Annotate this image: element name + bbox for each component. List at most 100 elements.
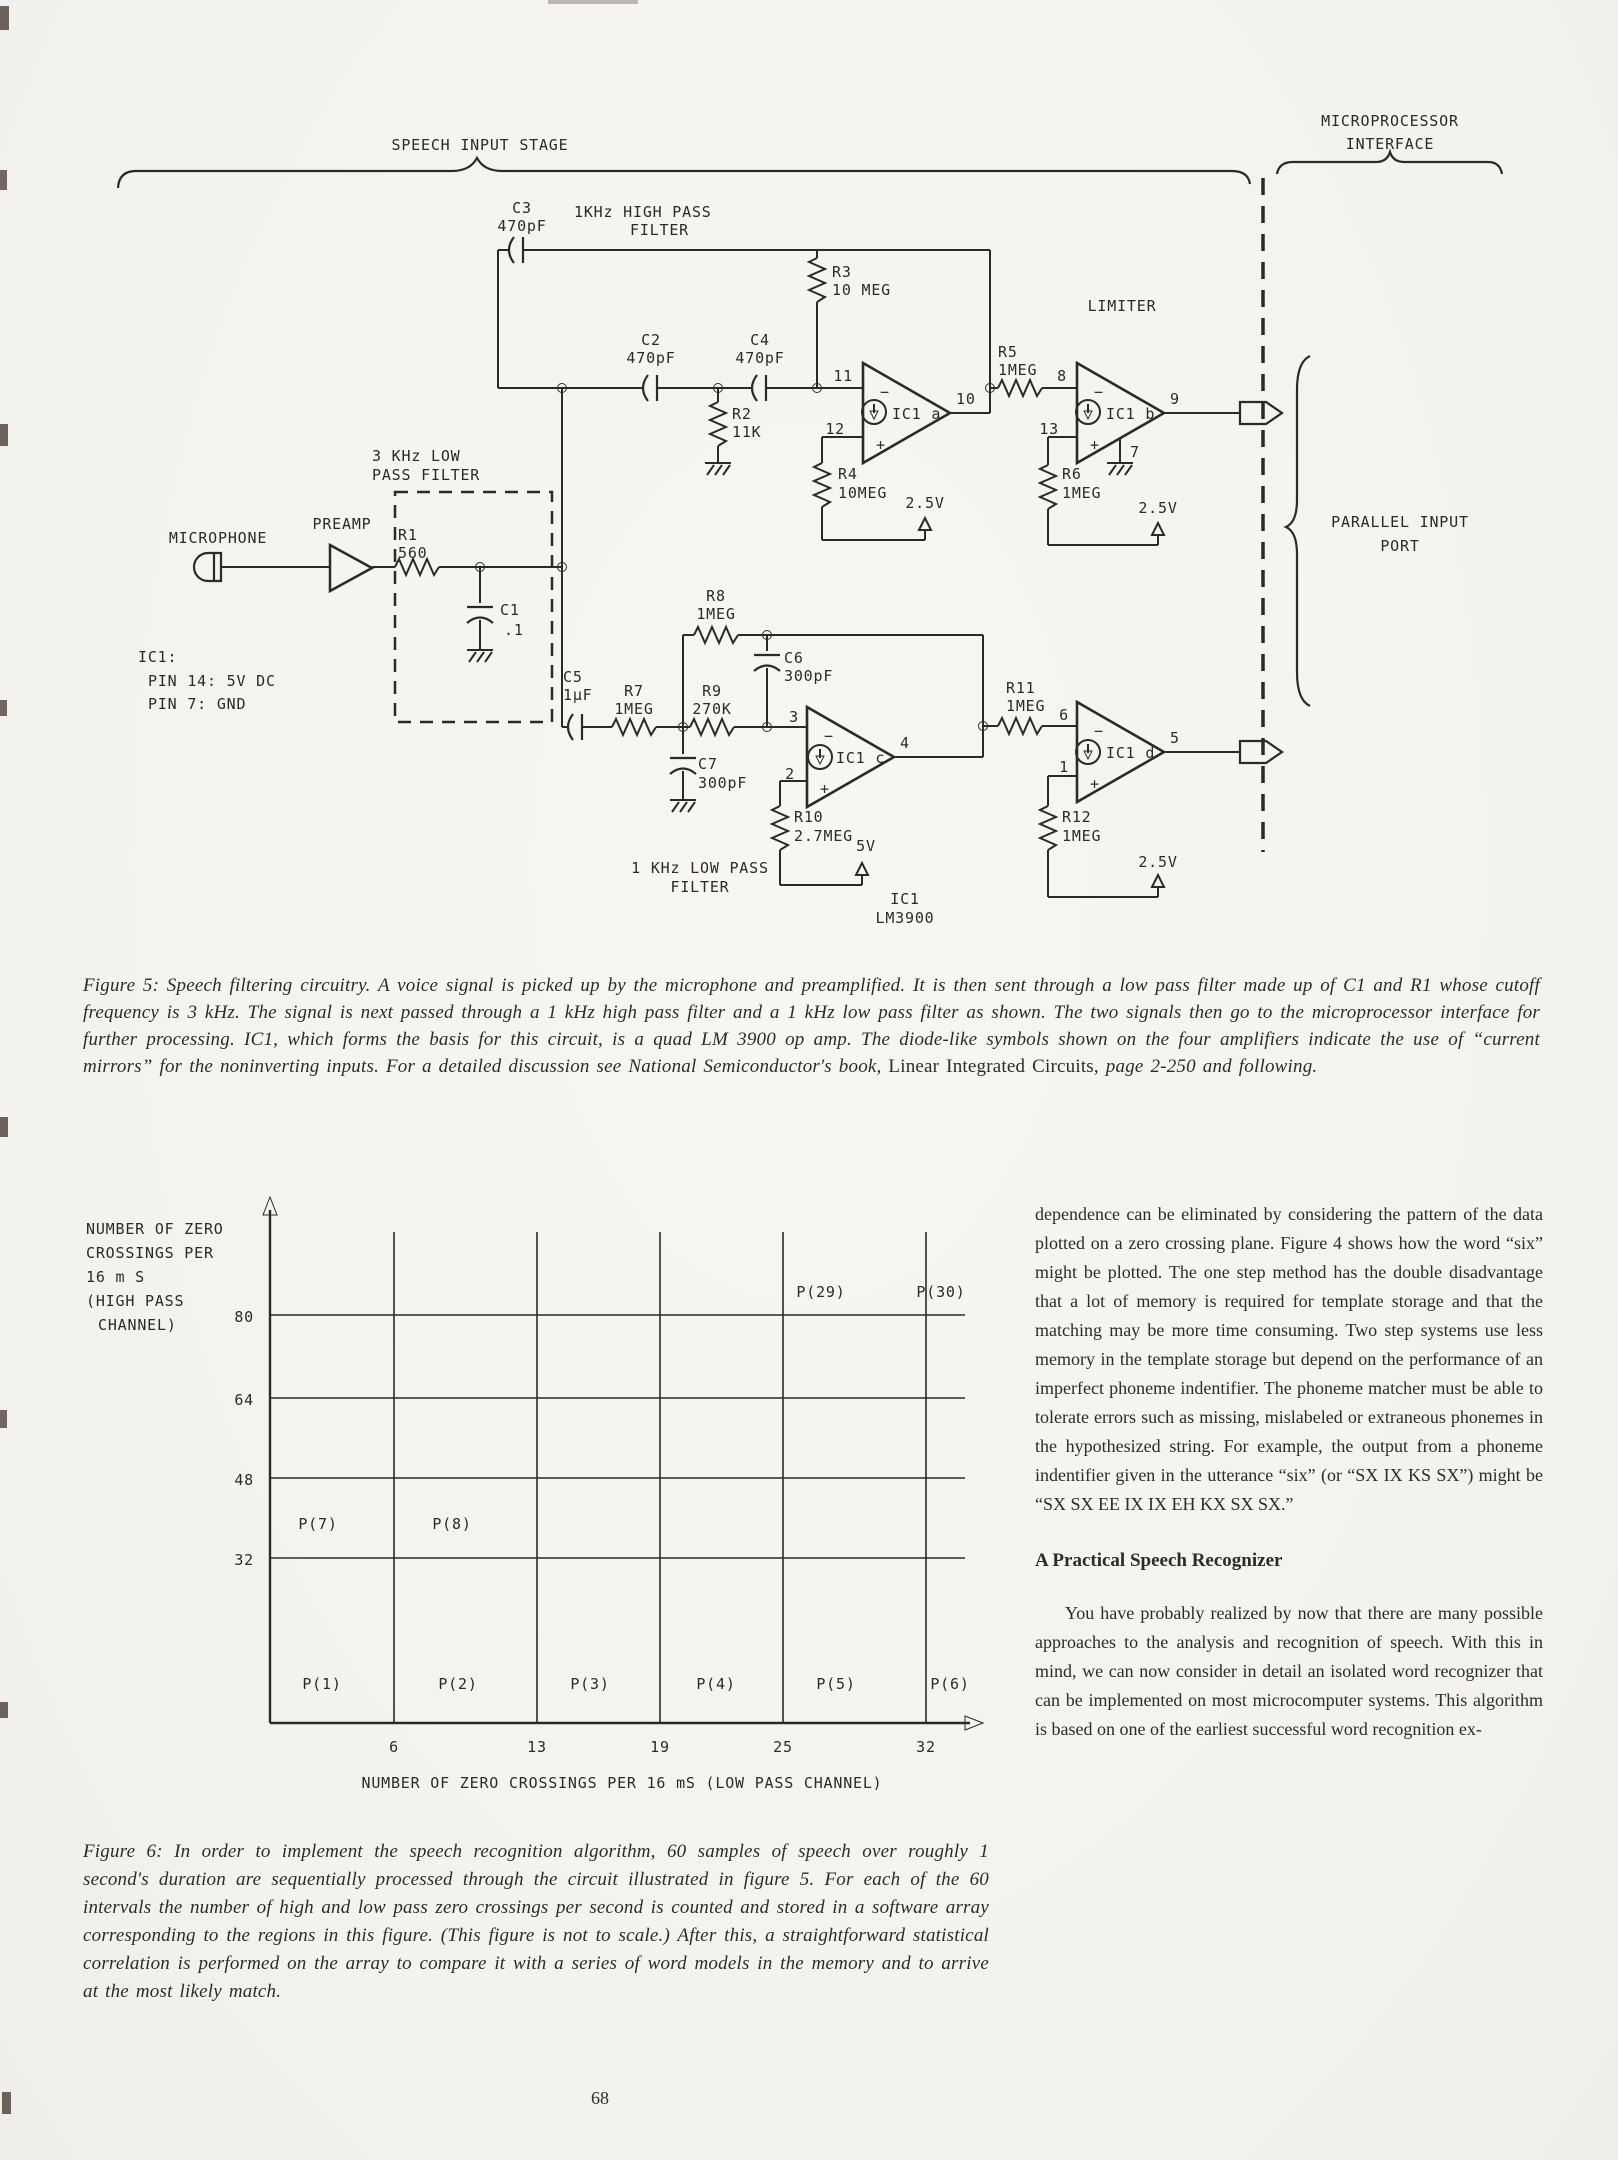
op-amps [805,360,1167,810]
resistor-r8 [693,624,739,646]
amp-c-name: IC1 c [836,749,885,767]
label-r4-value: 10MEG [838,484,887,502]
label-hp-filter-2: FILTER [630,221,689,239]
pin-7: 7 [1130,443,1140,461]
preamp-triangle [328,542,375,594]
label-r12-value: 1MEG [1062,827,1101,845]
pin-9: 9 [1170,390,1180,408]
label-c1-value: .1 [504,621,524,639]
label-microprocessor: MICROPROCESSOR [1321,112,1459,130]
ground-icon [670,799,696,813]
label-preamp: PREAMP [313,515,372,533]
label-r5: R5 [998,343,1018,361]
wires-lowpass-band [562,634,1240,898]
lowpass-filter-box [393,490,554,724]
ground-icon [467,649,493,663]
output-arrow-icon [1238,400,1284,426]
figure5-caption-end: page 2-250 and following. [1098,1056,1318,1077]
region-p2: P(2) [438,1675,477,1693]
amp-a-name: IC1 a [892,405,941,423]
label-r11-value: 1MEG [1006,697,1045,715]
article-paragraph-1: dependence can be eliminated by consider… [1035,1204,1543,1514]
label-hp-filter-1: 1KHz HIGH PASS [574,203,712,221]
amp-d-plus: + [1090,775,1100,793]
resistor-r1 [394,556,440,578]
current-mirror-icon [861,399,887,425]
article-column: dependence can be eliminated by consider… [1035,1200,1543,1744]
resistor-r11 [997,715,1043,737]
region-p7: P(7) [298,1515,337,1533]
y-axis-arrow-icon [262,1195,278,1216]
pin-1: 1 [1059,758,1069,776]
figure5-caption-book-title: Linear Integrated Circuits, [881,1056,1099,1077]
amp-b-minus: − [1094,383,1104,401]
label-supply-a: 2.5V [905,494,944,512]
page-number: 68 [591,2088,609,2108]
label-r6: R6 [1062,465,1082,483]
y-tick-64: 64 [234,1391,254,1409]
figure5-caption-text: Figure 5: Speech filtering circuitry. A … [83,975,1540,1077]
supply-arrow-icon [917,515,933,531]
label-port: PORT [1380,537,1419,555]
resistor-r5 [997,377,1043,399]
wires-highpass-band [226,249,1240,727]
label-r6-value: 1MEG [1062,484,1101,502]
pin-12: 12 [825,420,845,438]
capacitor-c6 [753,653,781,672]
label-c4-value: 470pF [735,349,784,367]
x-tick-6: 6 [389,1738,399,1756]
schematic-labels: SPEECH INPUT STAGEMICROPROCESSORINTERFAC… [138,112,1468,927]
region-p29: P(29) [796,1283,845,1301]
output-arrow-icon [1238,739,1284,765]
chart-axes [268,1210,970,1725]
pin-8: 8 [1057,367,1067,385]
y-tick-80: 80 [234,1308,254,1326]
y-axis-title-2: CROSSINGS PER [86,1244,214,1262]
parallel-port-brace [1283,355,1311,707]
label-c3-value: 470pF [497,217,546,235]
capacitors-vertical [466,605,781,775]
output-arrows [1238,400,1284,765]
ground-symbols [467,462,1133,813]
scan-artifacts [0,0,638,2114]
label-c2-value: 470pF [626,349,675,367]
note-pin14: PIN 14: 5V DC [148,672,276,690]
pin-4: 4 [900,734,910,752]
label-c5: C5 [563,668,583,686]
label-speech-input-stage: SPEECH INPUT STAGE [392,136,569,154]
label-lp1-filter-2: FILTER [671,878,730,896]
current-mirror-symbols [807,399,1101,770]
label-r9-value: 270K [692,700,731,718]
x-tick-25: 25 [773,1738,793,1756]
resistor-r6 [1037,464,1059,510]
section-brace-right [1275,148,1504,175]
pin-3: 3 [789,708,799,726]
label-r10: R10 [794,808,824,826]
figure6-caption-text: Figure 6: In order to implement the spee… [83,1841,989,2002]
resistors-horizontal [394,377,1043,738]
region-p30: P(30) [916,1283,965,1301]
amp-c-plus: + [820,780,830,798]
figure6-caption: Figure 6: In order to implement the spee… [83,1838,989,2006]
figure5-schematic: SPEECH INPUT STAGEMICROPROCESSORINTERFAC… [116,112,1504,927]
label-r8-value: 1MEG [696,605,735,623]
label-supply-b: 2.5V [1138,499,1177,517]
pin-5: 5 [1170,729,1180,747]
y-axis-title-5: CHANNEL) [98,1316,177,1334]
y-axis-title-4: (HIGH PASS [86,1292,184,1310]
x-tick-19: 19 [650,1738,670,1756]
y-axis-title-3: 16 m S [86,1268,145,1286]
pin-10: 10 [956,390,976,408]
label-r3-value: 10 MEG [832,281,891,299]
amp-b-name: IC1 b [1106,405,1155,423]
supply-arrow-icon [1150,520,1166,536]
capacitor-c4 [750,374,768,402]
label-c6-value: 300pF [784,667,833,685]
resistor-r3 [806,257,828,303]
section-heading: A Practical Speech Recognizer [1035,1550,1283,1571]
chart-gridlines [270,1232,965,1723]
pin-2: 2 [785,765,795,783]
